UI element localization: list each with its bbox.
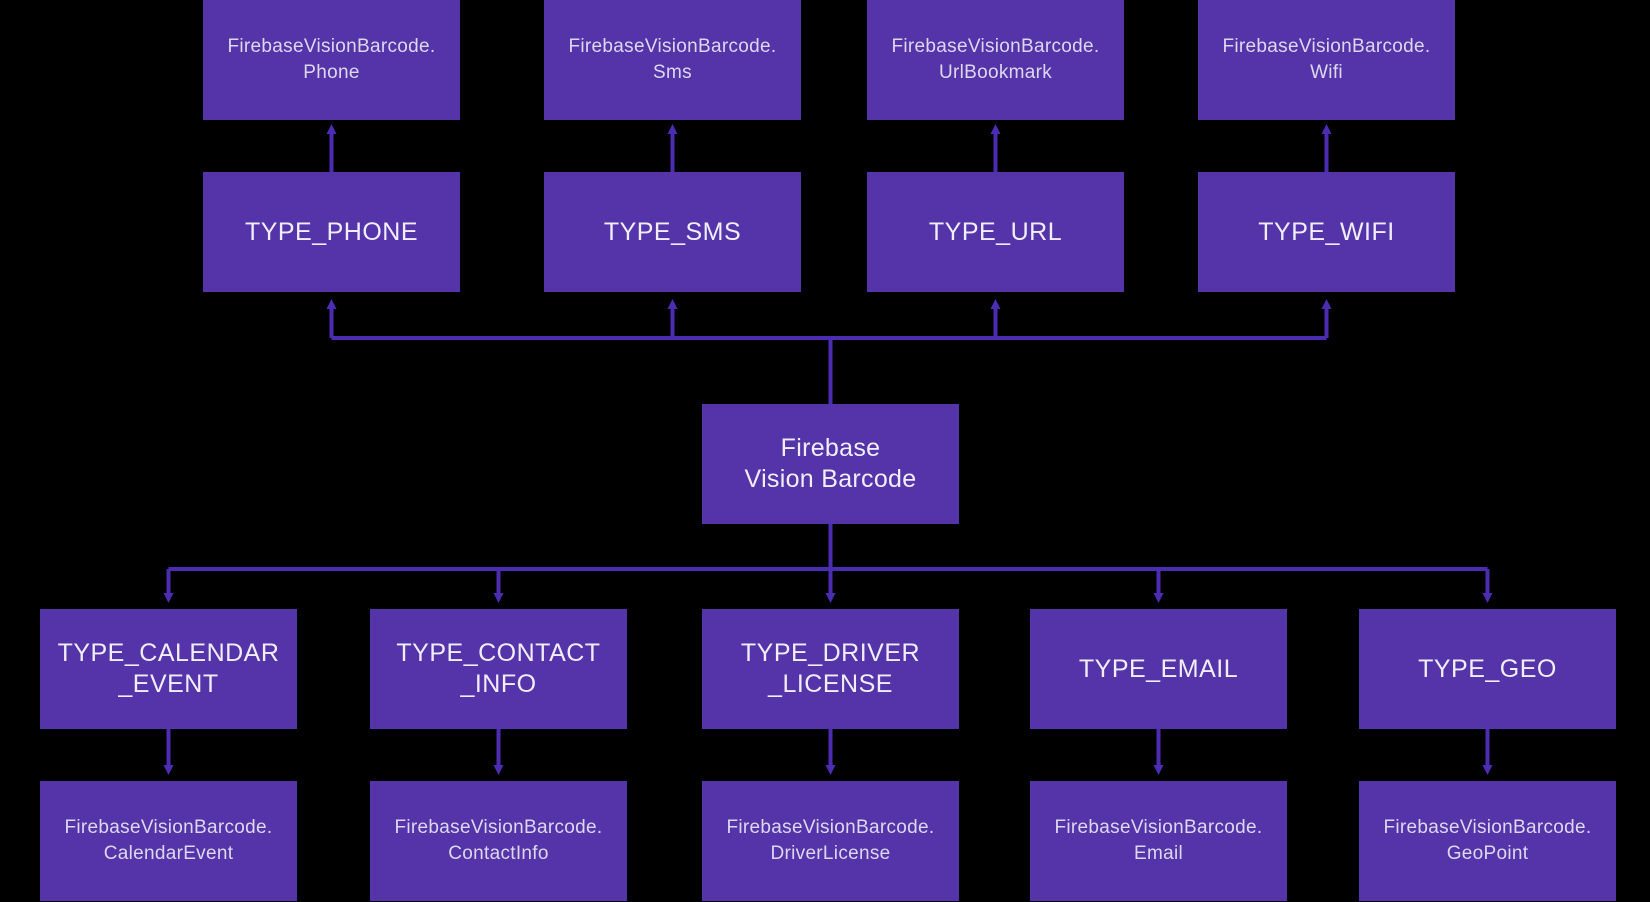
node-class-geo-point: FirebaseVisionBarcode. GeoPoint — [1359, 781, 1616, 901]
node-label: CalendarEvent — [103, 843, 234, 864]
node-class-wifi: FirebaseVisionBarcode. Wifi — [1198, 0, 1455, 120]
node-label: TYPE_CONTACT — [396, 639, 601, 667]
node-label: Sms — [653, 62, 692, 83]
node-label: TYPE_DRIVER — [740, 639, 921, 667]
node-class-driver-license: FirebaseVisionBarcode. DriverLicense — [702, 781, 959, 901]
node-label: TYPE_SMS — [603, 217, 742, 246]
node-label: _LICENSE — [768, 670, 893, 698]
node-label: TYPE_CALENDAR — [57, 639, 280, 667]
node-label: Phone — [303, 62, 360, 83]
node-label: FirebaseVisionBarcode. — [568, 36, 777, 57]
node-label: TYPE_URL — [928, 217, 1063, 246]
node-label: TYPE_EMAIL — [1078, 654, 1239, 683]
node-label: ContactInfo — [448, 843, 549, 864]
node-label: TYPE_WIFI — [1258, 217, 1395, 246]
node-label: FirebaseVisionBarcode. — [1222, 36, 1431, 57]
node-label: TYPE_GEO — [1418, 654, 1557, 683]
node-label: Wifi — [1310, 62, 1343, 83]
node-label: Firebase — [780, 434, 881, 462]
node-label: TYPE_PHONE — [244, 217, 419, 246]
node-type-calendar-event: TYPE_CALENDAR _EVENT — [40, 609, 297, 729]
node-label: FirebaseVisionBarcode. — [891, 36, 1100, 57]
node-class-contact-info: FirebaseVisionBarcode. ContactInfo — [370, 781, 627, 901]
node-label: DriverLicense — [770, 843, 891, 864]
node-label: Email — [1133, 843, 1183, 864]
node-type-url: TYPE_URL — [867, 172, 1124, 292]
node-class-urlbookmark: FirebaseVisionBarcode. UrlBookmark — [867, 0, 1124, 120]
node-label: FirebaseVisionBarcode. — [227, 36, 436, 57]
node-label: FirebaseVisionBarcode. — [394, 817, 603, 838]
node-label: _INFO — [460, 670, 537, 698]
node-type-email: TYPE_EMAIL — [1030, 609, 1287, 729]
node-class-sms: FirebaseVisionBarcode. Sms — [544, 0, 801, 120]
node-type-sms: TYPE_SMS — [544, 172, 801, 292]
node-label: _EVENT — [118, 670, 219, 698]
node-class-email: FirebaseVisionBarcode. Email — [1030, 781, 1287, 901]
node-type-geo: TYPE_GEO — [1359, 609, 1616, 729]
node-type-driver-license: TYPE_DRIVER _LICENSE — [702, 609, 959, 729]
node-label: FirebaseVisionBarcode. — [64, 817, 273, 838]
node-label: UrlBookmark — [938, 62, 1053, 83]
node-root-firebase-vision-barcode: Firebase Vision Barcode — [702, 404, 959, 524]
node-class-calendar-event: FirebaseVisionBarcode. CalendarEvent — [40, 781, 297, 901]
node-type-phone: TYPE_PHONE — [203, 172, 460, 292]
node-label: FirebaseVisionBarcode. — [1383, 817, 1592, 838]
node-label: Vision Barcode — [744, 465, 917, 493]
node-class-phone: FirebaseVisionBarcode. Phone — [203, 0, 460, 120]
node-label: FirebaseVisionBarcode. — [1054, 817, 1263, 838]
node-label: FirebaseVisionBarcode. — [726, 817, 935, 838]
node-type-wifi: TYPE_WIFI — [1198, 172, 1455, 292]
node-label: GeoPoint — [1446, 843, 1529, 864]
node-type-contact-info: TYPE_CONTACT _INFO — [370, 609, 627, 729]
